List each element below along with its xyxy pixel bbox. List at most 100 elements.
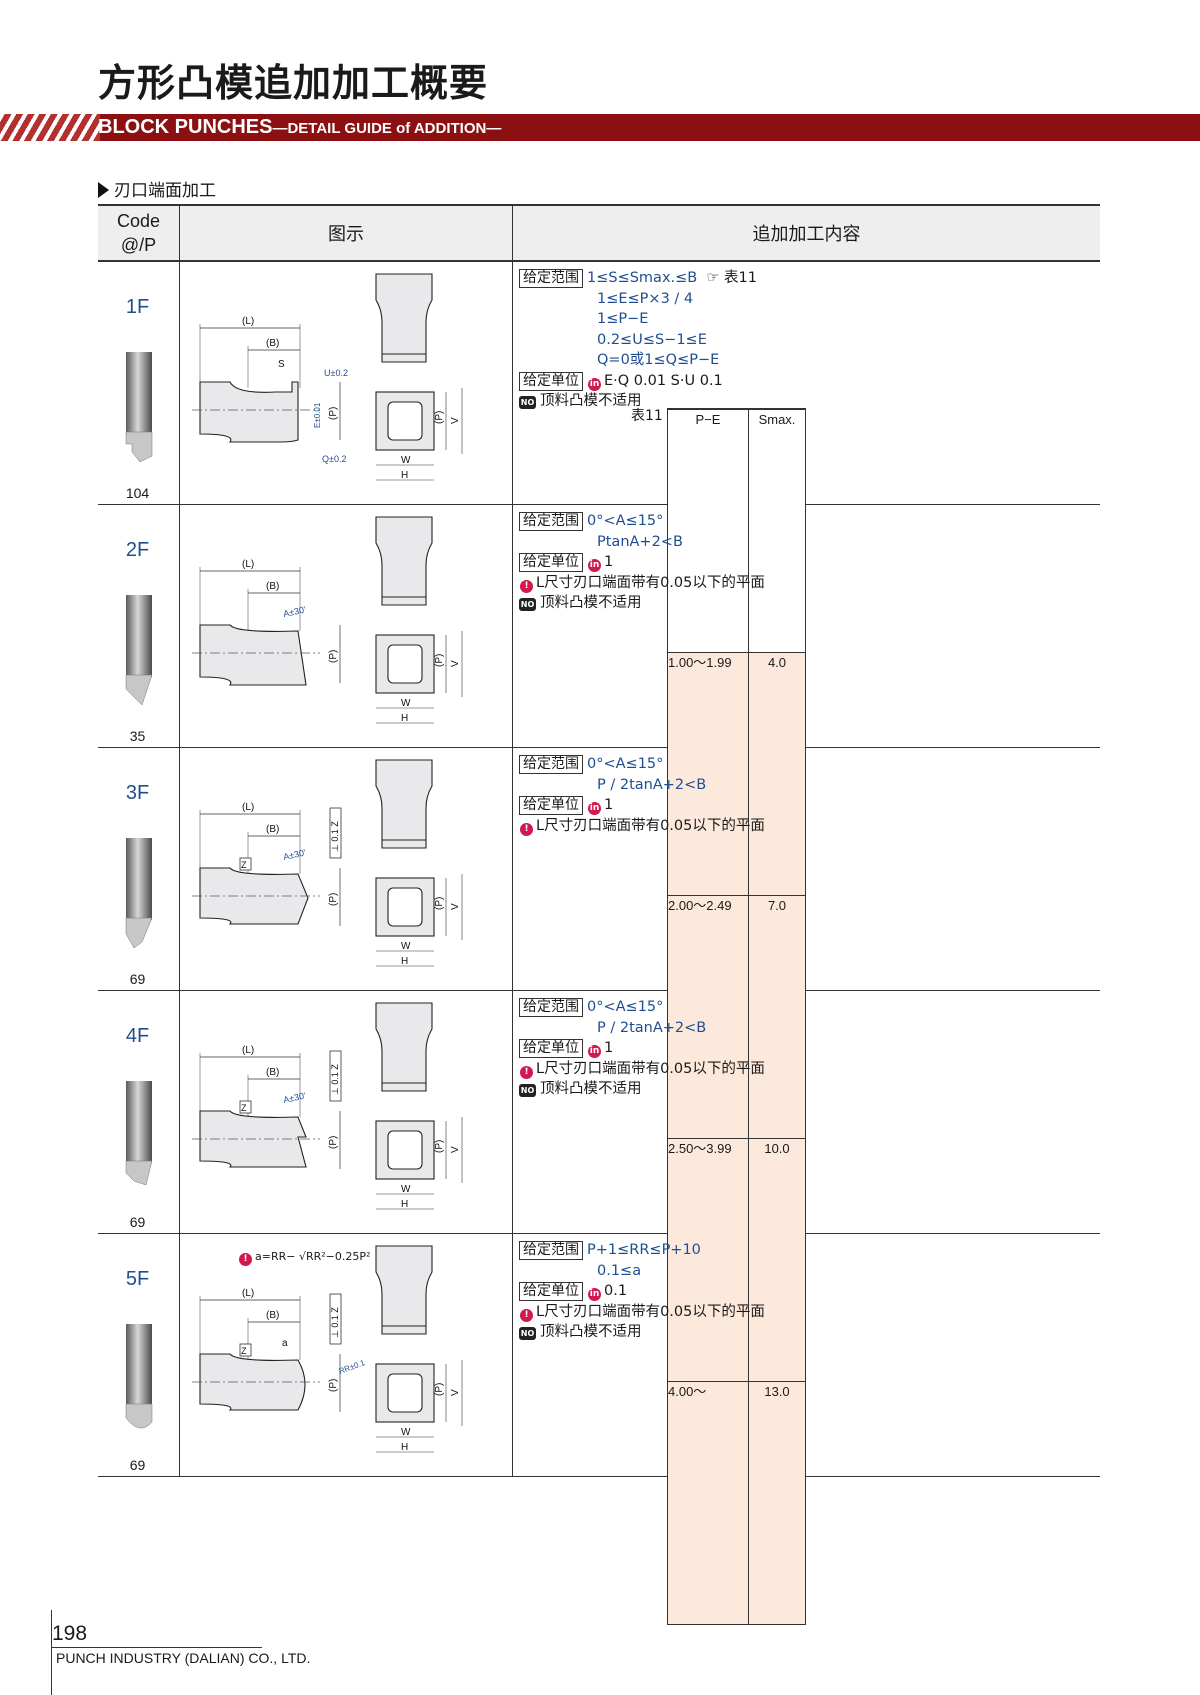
- punch-end-view: [375, 634, 435, 694]
- note-text: 顶料凸模不适用: [540, 595, 642, 611]
- dim-z-label: Z: [241, 1346, 247, 1356]
- triangle-bullet-icon: [98, 182, 109, 198]
- range-line: 0°<A≤15°: [587, 513, 664, 529]
- note-row: !L尺寸刃口端面带有0.05以下的平面: [519, 1059, 1094, 1080]
- perpendicularity-box: [329, 1050, 342, 1102]
- range-row: 1≤P−E: [519, 309, 1094, 330]
- punch-photo: [125, 1324, 153, 1429]
- punch-outline: [375, 516, 433, 606]
- photo-shank: [126, 1324, 152, 1406]
- formula: a=RR− √RR²−0.25P²: [255, 1250, 371, 1263]
- photo-tip: [125, 917, 153, 948]
- section-title: 刃口端面加工: [114, 181, 216, 201]
- end-inner: [387, 401, 423, 441]
- range-row: P / 2tanA+2<B: [519, 1018, 1094, 1039]
- banner-text: BLOCK PUNCHES—DETAIL GUIDE of ADDITION—: [98, 114, 501, 141]
- dim-p-label: (P): [434, 411, 445, 424]
- code: 4F: [125, 1025, 150, 1047]
- unit-icon: in: [588, 802, 601, 815]
- range-line: P / 2tanA+2<B: [597, 1019, 707, 1036]
- code: 1F: [125, 296, 150, 318]
- dim-l-label: (L): [242, 1288, 254, 1299]
- punch-front-view: [375, 759, 433, 849]
- punch-front-view: [375, 273, 433, 363]
- note-text: 顶料凸模不适用: [540, 1324, 642, 1340]
- unit-value: 0.1: [604, 1283, 628, 1299]
- note-row: !L尺寸刃口端面带有0.05以下的平面: [519, 573, 1094, 594]
- end-inner: [387, 1130, 423, 1170]
- header-figure: 图示: [179, 204, 513, 262]
- banner-stripes: [0, 114, 100, 141]
- price: 69: [129, 1457, 146, 1473]
- end-inner: [387, 1373, 423, 1413]
- note-text: L尺寸刃口端面带有0.05以下的平面: [536, 574, 765, 591]
- dim-p-label: (P): [328, 407, 339, 420]
- photo-shank: [126, 352, 152, 434]
- caution-icon: !: [239, 1253, 252, 1266]
- range-label: 给定范围: [519, 269, 583, 288]
- dim-p-label: (P): [434, 897, 445, 910]
- unit-icon: in: [588, 377, 601, 391]
- banner-main: BLOCK PUNCHES: [98, 116, 273, 138]
- unit-label: 给定单位: [519, 371, 583, 391]
- dim-v-label: V: [450, 417, 461, 424]
- dim-v-label: V: [450, 903, 461, 910]
- punch-outline: [375, 1245, 433, 1335]
- dim-w-label: W: [401, 455, 411, 466]
- datum-z-box: [239, 1343, 252, 1357]
- code: 3F: [125, 782, 150, 804]
- dim-v-label: V: [450, 1389, 461, 1396]
- dim-w-label: W: [401, 1427, 411, 1438]
- no-icon: NO: [519, 396, 536, 409]
- punch-front-view: [375, 1245, 433, 1335]
- dim-z-label: Z: [241, 860, 247, 870]
- perpendicularity-box: [329, 807, 342, 859]
- punch-drawing: (L)(B)(P)A±30'Z⊥ 0.1 ZWH(P)V: [192, 1002, 463, 1210]
- photo-shank: [126, 838, 152, 920]
- range-line: 1≤E≤P×3 / 4: [597, 290, 694, 307]
- price: 35: [129, 728, 146, 744]
- dim-p-label: (P): [328, 1136, 339, 1149]
- dim-w-label: W: [401, 698, 411, 709]
- punch-outline: [375, 273, 433, 363]
- dim-h-label: H: [401, 1442, 408, 1453]
- range-label: 给定范围: [519, 1241, 583, 1260]
- range-line: 0.2≤U≤S−1≤E: [597, 331, 707, 348]
- caution-icon: !: [520, 1308, 533, 1322]
- dim-b-label: (B): [266, 1067, 279, 1078]
- dim-l-label: (L): [242, 316, 254, 327]
- dim-h-label: H: [401, 470, 408, 481]
- dim-l-label: (L): [242, 559, 254, 570]
- note-text: 顶料凸模不适用: [540, 1081, 642, 1097]
- subtable-label: 表11: [631, 408, 663, 424]
- dim-perp-label: ⊥ 0.1 Z: [330, 821, 340, 852]
- range-line: Q=0或1≤Q≤P−E: [597, 352, 720, 368]
- dim-u-label: U±0.2: [324, 368, 348, 378]
- unit-icon: in: [588, 1045, 601, 1058]
- header-content: 追加加工内容: [512, 204, 1100, 262]
- dim-a-label: A±30': [282, 1090, 307, 1105]
- dim-perp-label: ⊥ 0.1 Z: [330, 1307, 340, 1338]
- punch-drawing: (L)(B)(P)A±30'WH(P)V: [192, 516, 463, 724]
